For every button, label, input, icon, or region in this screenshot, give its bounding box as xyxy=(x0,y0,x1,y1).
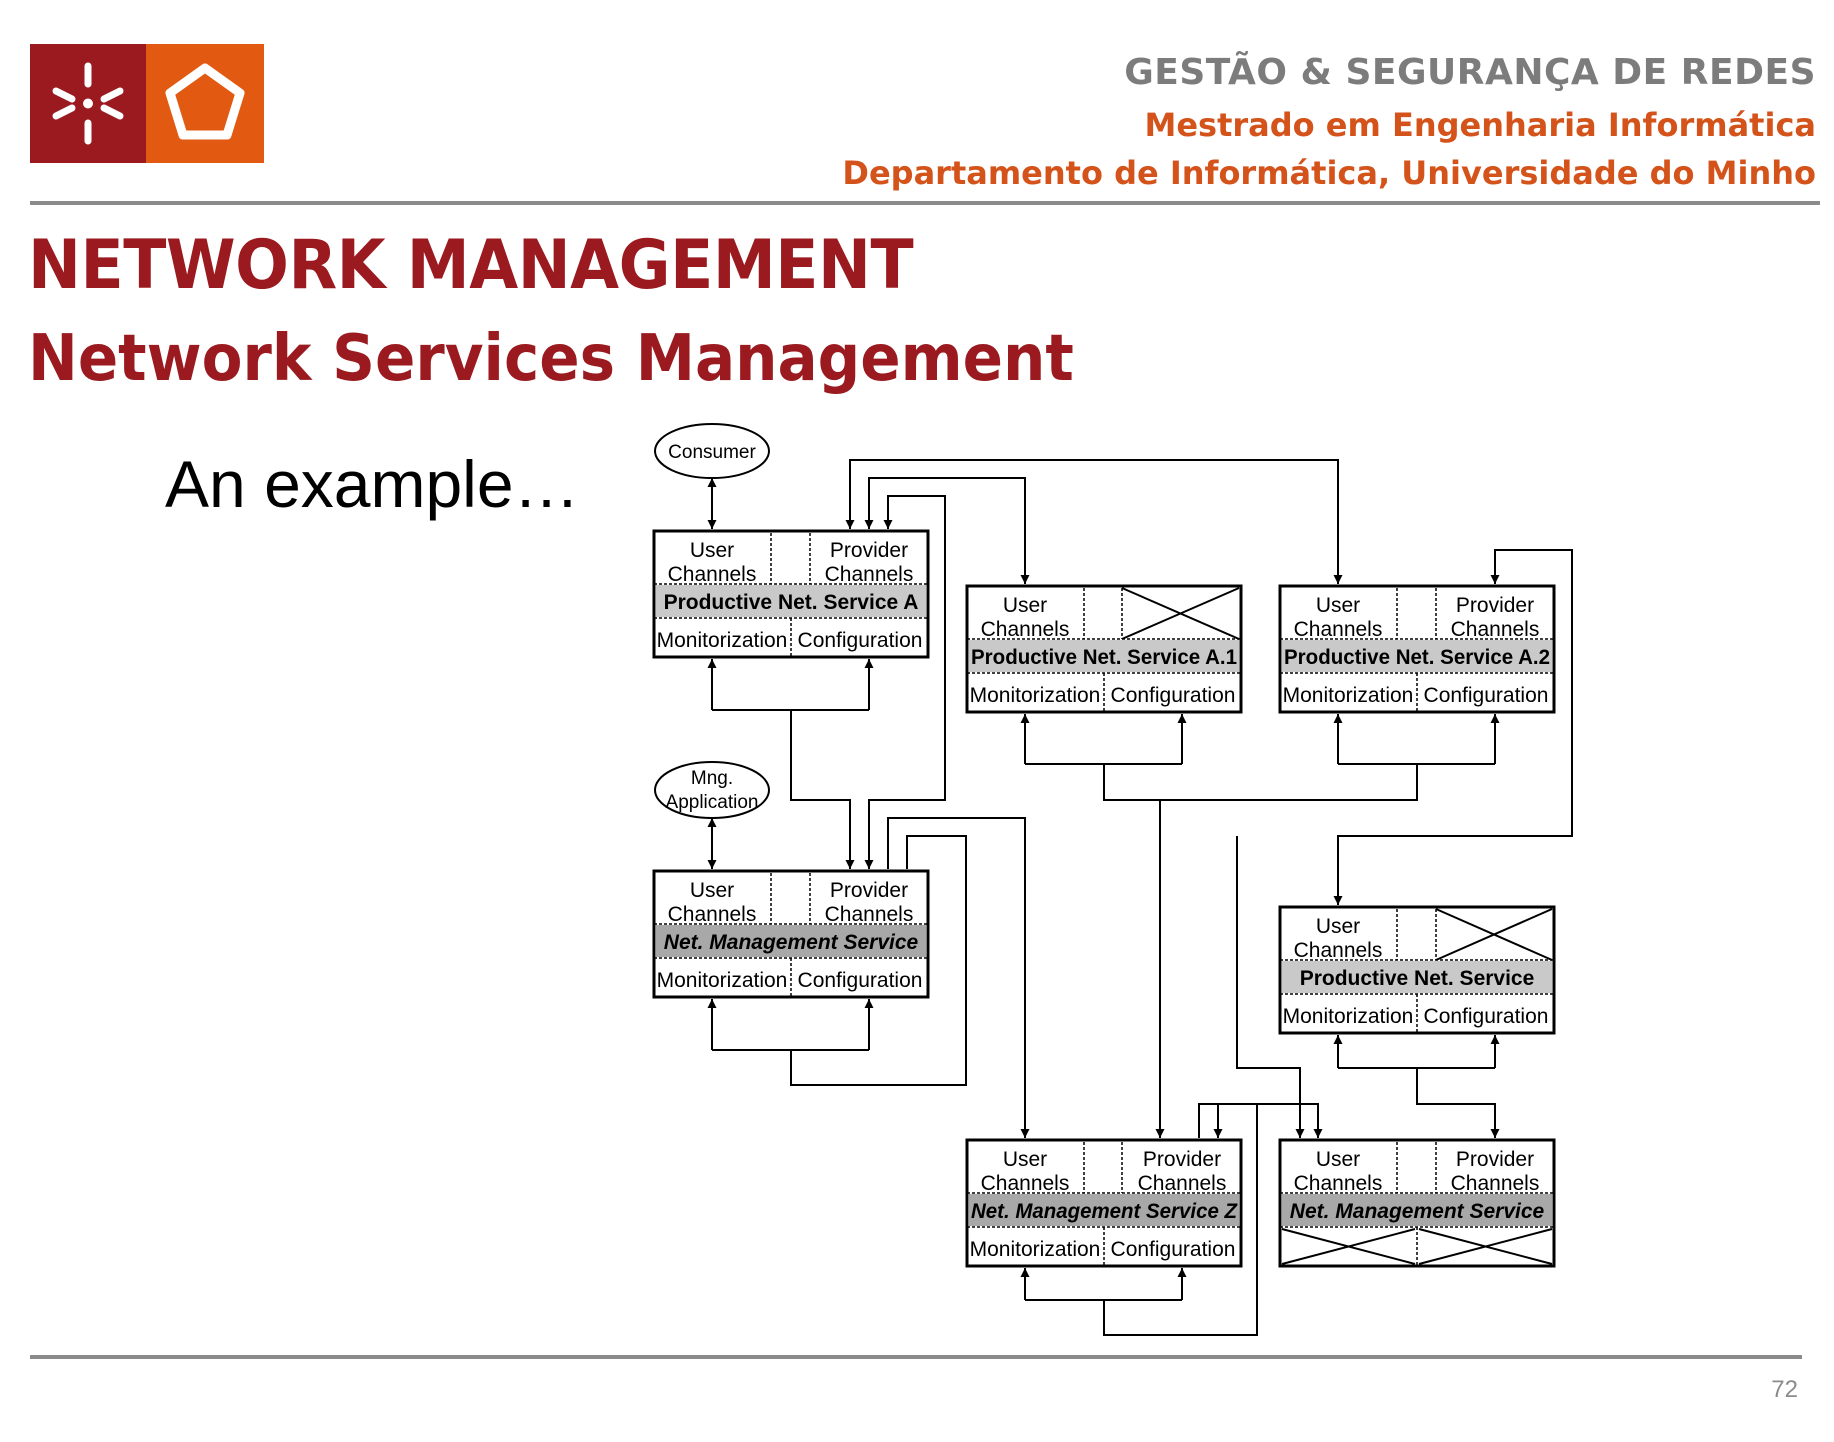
footer-divider xyxy=(30,1355,1802,1359)
configuration-label: Configuration xyxy=(798,969,923,992)
user-channels-label: User xyxy=(690,539,734,562)
provider-channels-label: Provider xyxy=(830,879,908,902)
monitorization-label: Monitorization xyxy=(1283,684,1414,707)
user-channels-label: User xyxy=(1316,1148,1360,1171)
service-title: Net. Management Service xyxy=(1290,1200,1545,1223)
service-box-productive: User Channels Productive Net. Service Mo… xyxy=(1278,905,1556,1035)
user-channels-label: Channels xyxy=(1294,939,1383,962)
connectors xyxy=(707,459,1573,1336)
university-logo xyxy=(30,44,264,163)
department-title: Departamento de Informática, Universidad… xyxy=(842,154,1816,192)
service-box-productive-a1: User Channels Productive Net. Service A.… xyxy=(965,584,1243,714)
configuration-label: Configuration xyxy=(1111,684,1236,707)
service-title: Net. Management Service Z xyxy=(971,1200,1238,1223)
service-title: Productive Net. Service A.2 xyxy=(1284,646,1550,669)
degree-title: Mestrado em Engenharia Informática xyxy=(1144,106,1816,144)
provider-channels-label: Provider xyxy=(1456,594,1534,617)
user-channels-label: User xyxy=(1316,915,1360,938)
user-channels-label: Channels xyxy=(981,1172,1070,1195)
course-title: GESTÃO & SEGURANÇA DE REDES xyxy=(1124,52,1816,93)
user-channels-label: Channels xyxy=(1294,1172,1383,1195)
provider-channels-label: Channels xyxy=(825,563,914,586)
service-box-net-management-right: User Channels Provider Channels Net. Man… xyxy=(1278,1138,1556,1268)
mng-label-line2: Application xyxy=(666,792,759,813)
provider-channels-label: Provider xyxy=(830,539,908,562)
user-channels-label: Channels xyxy=(981,618,1070,641)
service-title: Productive Net. Service A.1 xyxy=(971,646,1237,669)
service-title: Productive Net. Service A xyxy=(664,591,919,614)
body-text: An example… xyxy=(165,447,580,521)
configuration-label: Configuration xyxy=(1424,1005,1549,1028)
page-number: 72 xyxy=(1771,1376,1798,1403)
monitorization-label: Monitorization xyxy=(970,684,1101,707)
provider-channels-label: Channels xyxy=(1451,1172,1540,1195)
service-box-net-management-left: User Channels Provider Channels Net. Man… xyxy=(652,869,930,999)
user-channels-label: Channels xyxy=(668,563,757,586)
service-title: Productive Net. Service xyxy=(1300,967,1535,990)
provider-channels-label: Provider xyxy=(1456,1148,1534,1171)
provider-channels-label: Provider xyxy=(1143,1148,1221,1171)
consumer-actor: Consumer xyxy=(654,423,770,479)
monitorization-label: Monitorization xyxy=(657,629,788,652)
university-asterisk-icon xyxy=(30,44,146,163)
header-divider xyxy=(30,201,1820,205)
provider-channels-label: Channels xyxy=(1451,618,1540,641)
user-channels-label: User xyxy=(1003,594,1047,617)
monitorization-label: Monitorization xyxy=(970,1238,1101,1261)
user-channels-label: Channels xyxy=(1294,618,1383,641)
configuration-label: Configuration xyxy=(798,629,923,652)
provider-channels-label: Channels xyxy=(825,903,914,926)
monitorization-label: Monitorization xyxy=(1283,1005,1414,1028)
provider-channels-label: Channels xyxy=(1138,1172,1227,1195)
user-channels-label: Channels xyxy=(668,903,757,926)
slide-subtitle: Network Services Management xyxy=(28,322,1074,396)
service-title: Net. Management Service xyxy=(664,931,919,954)
service-box-productive-a2: User Channels Provider Channels Producti… xyxy=(1278,584,1556,714)
slide-title: NETWORK MANAGEMENT xyxy=(28,226,914,305)
monitorization-label: Monitorization xyxy=(657,969,788,992)
consumer-label: Consumer xyxy=(668,442,756,463)
pentagon-icon xyxy=(146,44,264,163)
configuration-label: Configuration xyxy=(1111,1238,1236,1261)
mng-application-actor: Mng. Application xyxy=(654,761,770,819)
user-channels-label: User xyxy=(690,879,734,902)
configuration-label: Configuration xyxy=(1424,684,1549,707)
service-box-net-management-z: User Channels Provider Channels Net. Man… xyxy=(965,1138,1243,1268)
mng-label-line1: Mng. xyxy=(691,768,733,789)
user-channels-label: User xyxy=(1316,594,1360,617)
service-box-productive-a: User Channels Provider Channels Producti… xyxy=(652,529,930,659)
user-channels-label: User xyxy=(1003,1148,1047,1171)
